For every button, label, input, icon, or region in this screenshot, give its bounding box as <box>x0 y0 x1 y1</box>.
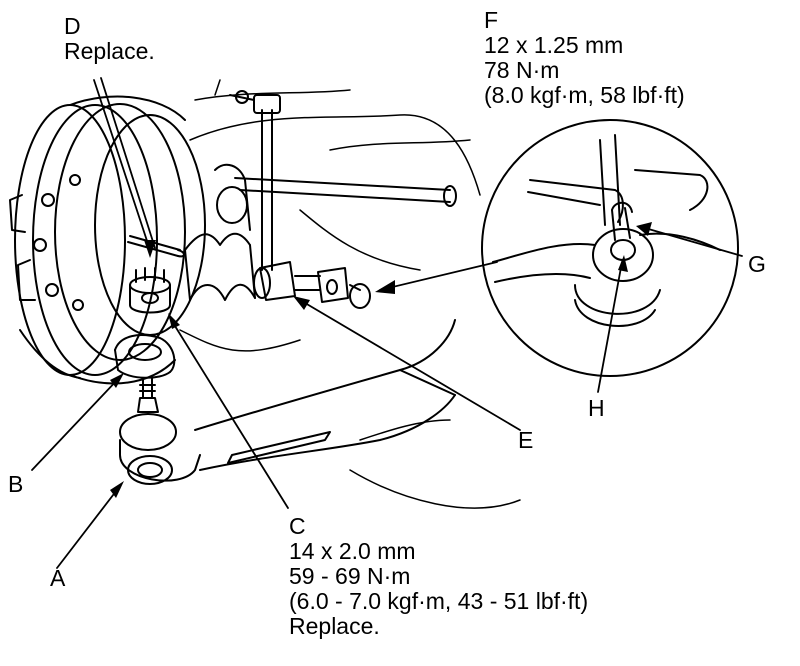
callout-f-letter: F <box>484 7 499 33</box>
callout-g-label: G <box>748 252 766 277</box>
stabilizer-bushing-set <box>253 261 371 309</box>
castle-nut <box>129 267 171 314</box>
callout-e-label: E <box>518 428 533 453</box>
callout-d-note: Replace. <box>64 38 155 64</box>
knuckle-arm <box>114 334 176 379</box>
callout-c-note: Replace. <box>289 613 380 639</box>
stabilizer-link <box>229 90 281 271</box>
callout-f-label: F 12 x 1.25 mm 78 N·m (8.0 kgf·m, 58 lbf… <box>484 8 685 108</box>
callout-f-size: 12 x 1.25 mm <box>484 32 624 58</box>
leader-lines <box>31 77 743 569</box>
lower-control-arm <box>119 319 456 485</box>
callout-e-letter: E <box>518 427 534 453</box>
callout-h-letter: H <box>588 395 605 421</box>
callout-g-letter: G <box>748 251 766 277</box>
callout-b-label: B <box>8 472 23 497</box>
callout-c-letter: C <box>289 513 306 539</box>
callout-c-label: C 14 x 2.0 mm 59 - 69 N·m (6.0 - 7.0 kgf… <box>289 514 588 639</box>
callout-a-letter: A <box>50 565 66 591</box>
callout-c-size: 14 x 2.0 mm <box>289 538 416 564</box>
callout-b-letter: B <box>8 471 24 497</box>
drive-shaft-boot <box>184 163 256 301</box>
tie-rod <box>234 177 457 207</box>
callout-f-torque-alt: (8.0 kgf·m, 58 lbf·ft) <box>484 82 685 108</box>
callout-h-label: H <box>588 396 605 421</box>
callout-f-torque: 78 N·m <box>484 57 560 83</box>
callout-d-letter: D <box>64 13 81 39</box>
brake-disc-hub <box>9 95 206 385</box>
ball-joint-stud <box>137 377 159 413</box>
callout-c-torque: 59 - 69 N·m <box>289 563 411 589</box>
arrowheads <box>110 222 652 498</box>
callout-d-label: D Replace. <box>64 14 155 64</box>
callout-c-torque-alt: (6.0 - 7.0 kgf·m, 43 - 51 lbf·ft) <box>289 588 589 614</box>
detail-inset <box>481 119 739 377</box>
callout-a-label: A <box>50 566 65 591</box>
body-frame-outline <box>179 79 521 509</box>
